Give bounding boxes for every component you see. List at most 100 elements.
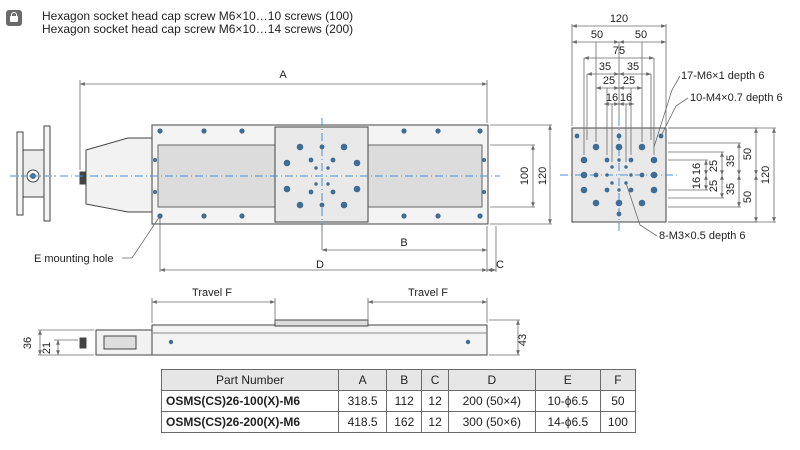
plate-m4-hole — [628, 157, 634, 163]
top-view-m6-hole — [340, 143, 348, 151]
leader-m6 — [653, 75, 681, 148]
top-view-rail-hole — [153, 190, 157, 194]
cell-E: 10-ϕ6.5 — [534, 390, 601, 412]
top-view-edge-hole — [157, 128, 163, 134]
top-view-m6-hole — [296, 143, 304, 151]
dim-v25-upper: 25 — [708, 160, 720, 172]
dim-25-left: 25 — [603, 75, 615, 87]
dim-75: 75 — [613, 45, 625, 57]
cell-part-number: OSMS(CS)26-200(X)-M6 — [161, 411, 339, 433]
plate-m4-hole — [628, 187, 634, 193]
callout-m3: 8-M3×0.5 depth 6 — [659, 230, 746, 242]
top-view-m3-hole — [326, 182, 330, 186]
top-view-edge-hole — [401, 128, 407, 134]
dim-120-top: 120 — [537, 167, 549, 185]
travel-left-label: Travel F — [192, 287, 232, 299]
top-view-edge-hole — [477, 128, 483, 134]
dim-25-right: 25 — [623, 75, 635, 87]
dim-v16-upper: 16 — [691, 163, 703, 175]
leader-m4 — [660, 97, 689, 137]
dim-v50-upper: 50 — [742, 148, 754, 160]
callout-e-mounting-hole: E mounting hole — [34, 253, 114, 265]
top-view-stage — [60, 118, 500, 232]
plate-m3-hole — [605, 173, 609, 177]
top-view-rail-hole — [482, 158, 486, 162]
top-view-m6-hole — [353, 185, 361, 193]
top-view-edge-hole — [239, 128, 245, 134]
top-view-m4-hole — [330, 189, 336, 195]
top-view-rail-hole — [153, 158, 157, 162]
plate-m4-hole — [604, 157, 610, 163]
plate-m4-hole — [604, 187, 610, 193]
plate-m6-hole — [650, 171, 658, 179]
cell-B: 112 — [386, 390, 423, 412]
plate-m6-hole — [580, 186, 588, 194]
dim-D: D — [316, 259, 324, 271]
cell-A: 318.5 — [337, 390, 388, 412]
travel-right-label: Travel F — [408, 287, 448, 299]
top-view-m6-hole — [340, 201, 348, 209]
callout-m6: 17-M6×1 depth 6 — [681, 70, 764, 82]
dim-B: B — [400, 237, 407, 249]
plate-m6-hole — [580, 156, 588, 164]
table-header-row: Part Number A B C D E F — [161, 369, 637, 391]
dim-v25-lower: 25 — [708, 180, 720, 192]
dim-A: A — [279, 69, 287, 81]
plate-m4-hole — [593, 172, 599, 178]
plate-m6-hole — [650, 186, 658, 194]
screw-note-line-2: Hexagon socket head cap screw M6×10…14 s… — [42, 22, 354, 36]
col-part-number: Part Number — [161, 369, 339, 391]
dim-100-top: 100 — [519, 167, 531, 185]
plate-m6-hole — [650, 156, 658, 164]
screw-note-icon — [6, 10, 22, 26]
top-view-m4-hole — [319, 202, 325, 208]
leader-e-mounting-hole — [122, 215, 161, 259]
plate-m6-hole — [592, 143, 600, 151]
top-view-edge-hole — [239, 213, 245, 219]
top-view-rail-hole — [482, 190, 486, 194]
top-view-edge-hole — [435, 213, 441, 219]
dim-v35-upper: 35 — [725, 155, 737, 167]
top-view-m3-hole — [326, 166, 330, 170]
cell-E: 14-ϕ6.5 — [534, 411, 601, 433]
cell-D: 200 (50×4) — [447, 390, 536, 412]
end-view — [10, 125, 56, 222]
plate-m3-hole — [624, 165, 628, 169]
col-E: E — [534, 369, 601, 391]
top-view-m4-hole — [330, 157, 336, 163]
col-A: A — [337, 369, 388, 391]
top-view-m6-hole — [353, 159, 361, 167]
plate-m4-hole — [639, 172, 645, 178]
dim-v35-lower: 35 — [725, 183, 737, 195]
spec-table: Part Number A B C D E F OSMS(CS)26-100(X… — [161, 369, 637, 433]
leader-m3 — [625, 182, 658, 237]
col-F: F — [599, 369, 637, 391]
plate-m4-hole — [574, 133, 580, 139]
top-view-edge-hole — [435, 128, 441, 134]
plate-m6-hole — [615, 143, 623, 151]
plate-m6-hole — [638, 143, 646, 151]
plate-m6-hole — [615, 199, 623, 207]
dim-C: C — [496, 259, 504, 271]
plate-m3-hole — [629, 173, 633, 177]
dim-16-right: 16 — [620, 92, 632, 104]
cell-C: 12 — [421, 390, 449, 412]
top-view-edge-hole — [477, 213, 483, 219]
col-D: D — [447, 369, 536, 391]
plate-m3-hole — [610, 165, 614, 169]
top-view-m4-hole — [308, 189, 314, 195]
col-C: C — [421, 369, 449, 391]
dim-21: 21 — [41, 342, 53, 354]
dim-35-right: 35 — [627, 61, 639, 73]
cell-part-number: OSMS(CS)26-100(X)-M6 — [161, 390, 339, 412]
dim-v50-lower: 50 — [742, 191, 754, 203]
col-B: B — [386, 369, 423, 391]
plate-m3-hole — [610, 181, 614, 185]
top-view-m6-hole — [296, 201, 304, 209]
plate-m6-hole — [592, 199, 600, 207]
dim-35-left: 35 — [599, 61, 611, 73]
dim-50-left: 50 — [591, 29, 603, 41]
plate-m6-hole — [638, 199, 646, 207]
plate-view — [560, 118, 680, 232]
cell-F: 50 — [599, 390, 637, 412]
